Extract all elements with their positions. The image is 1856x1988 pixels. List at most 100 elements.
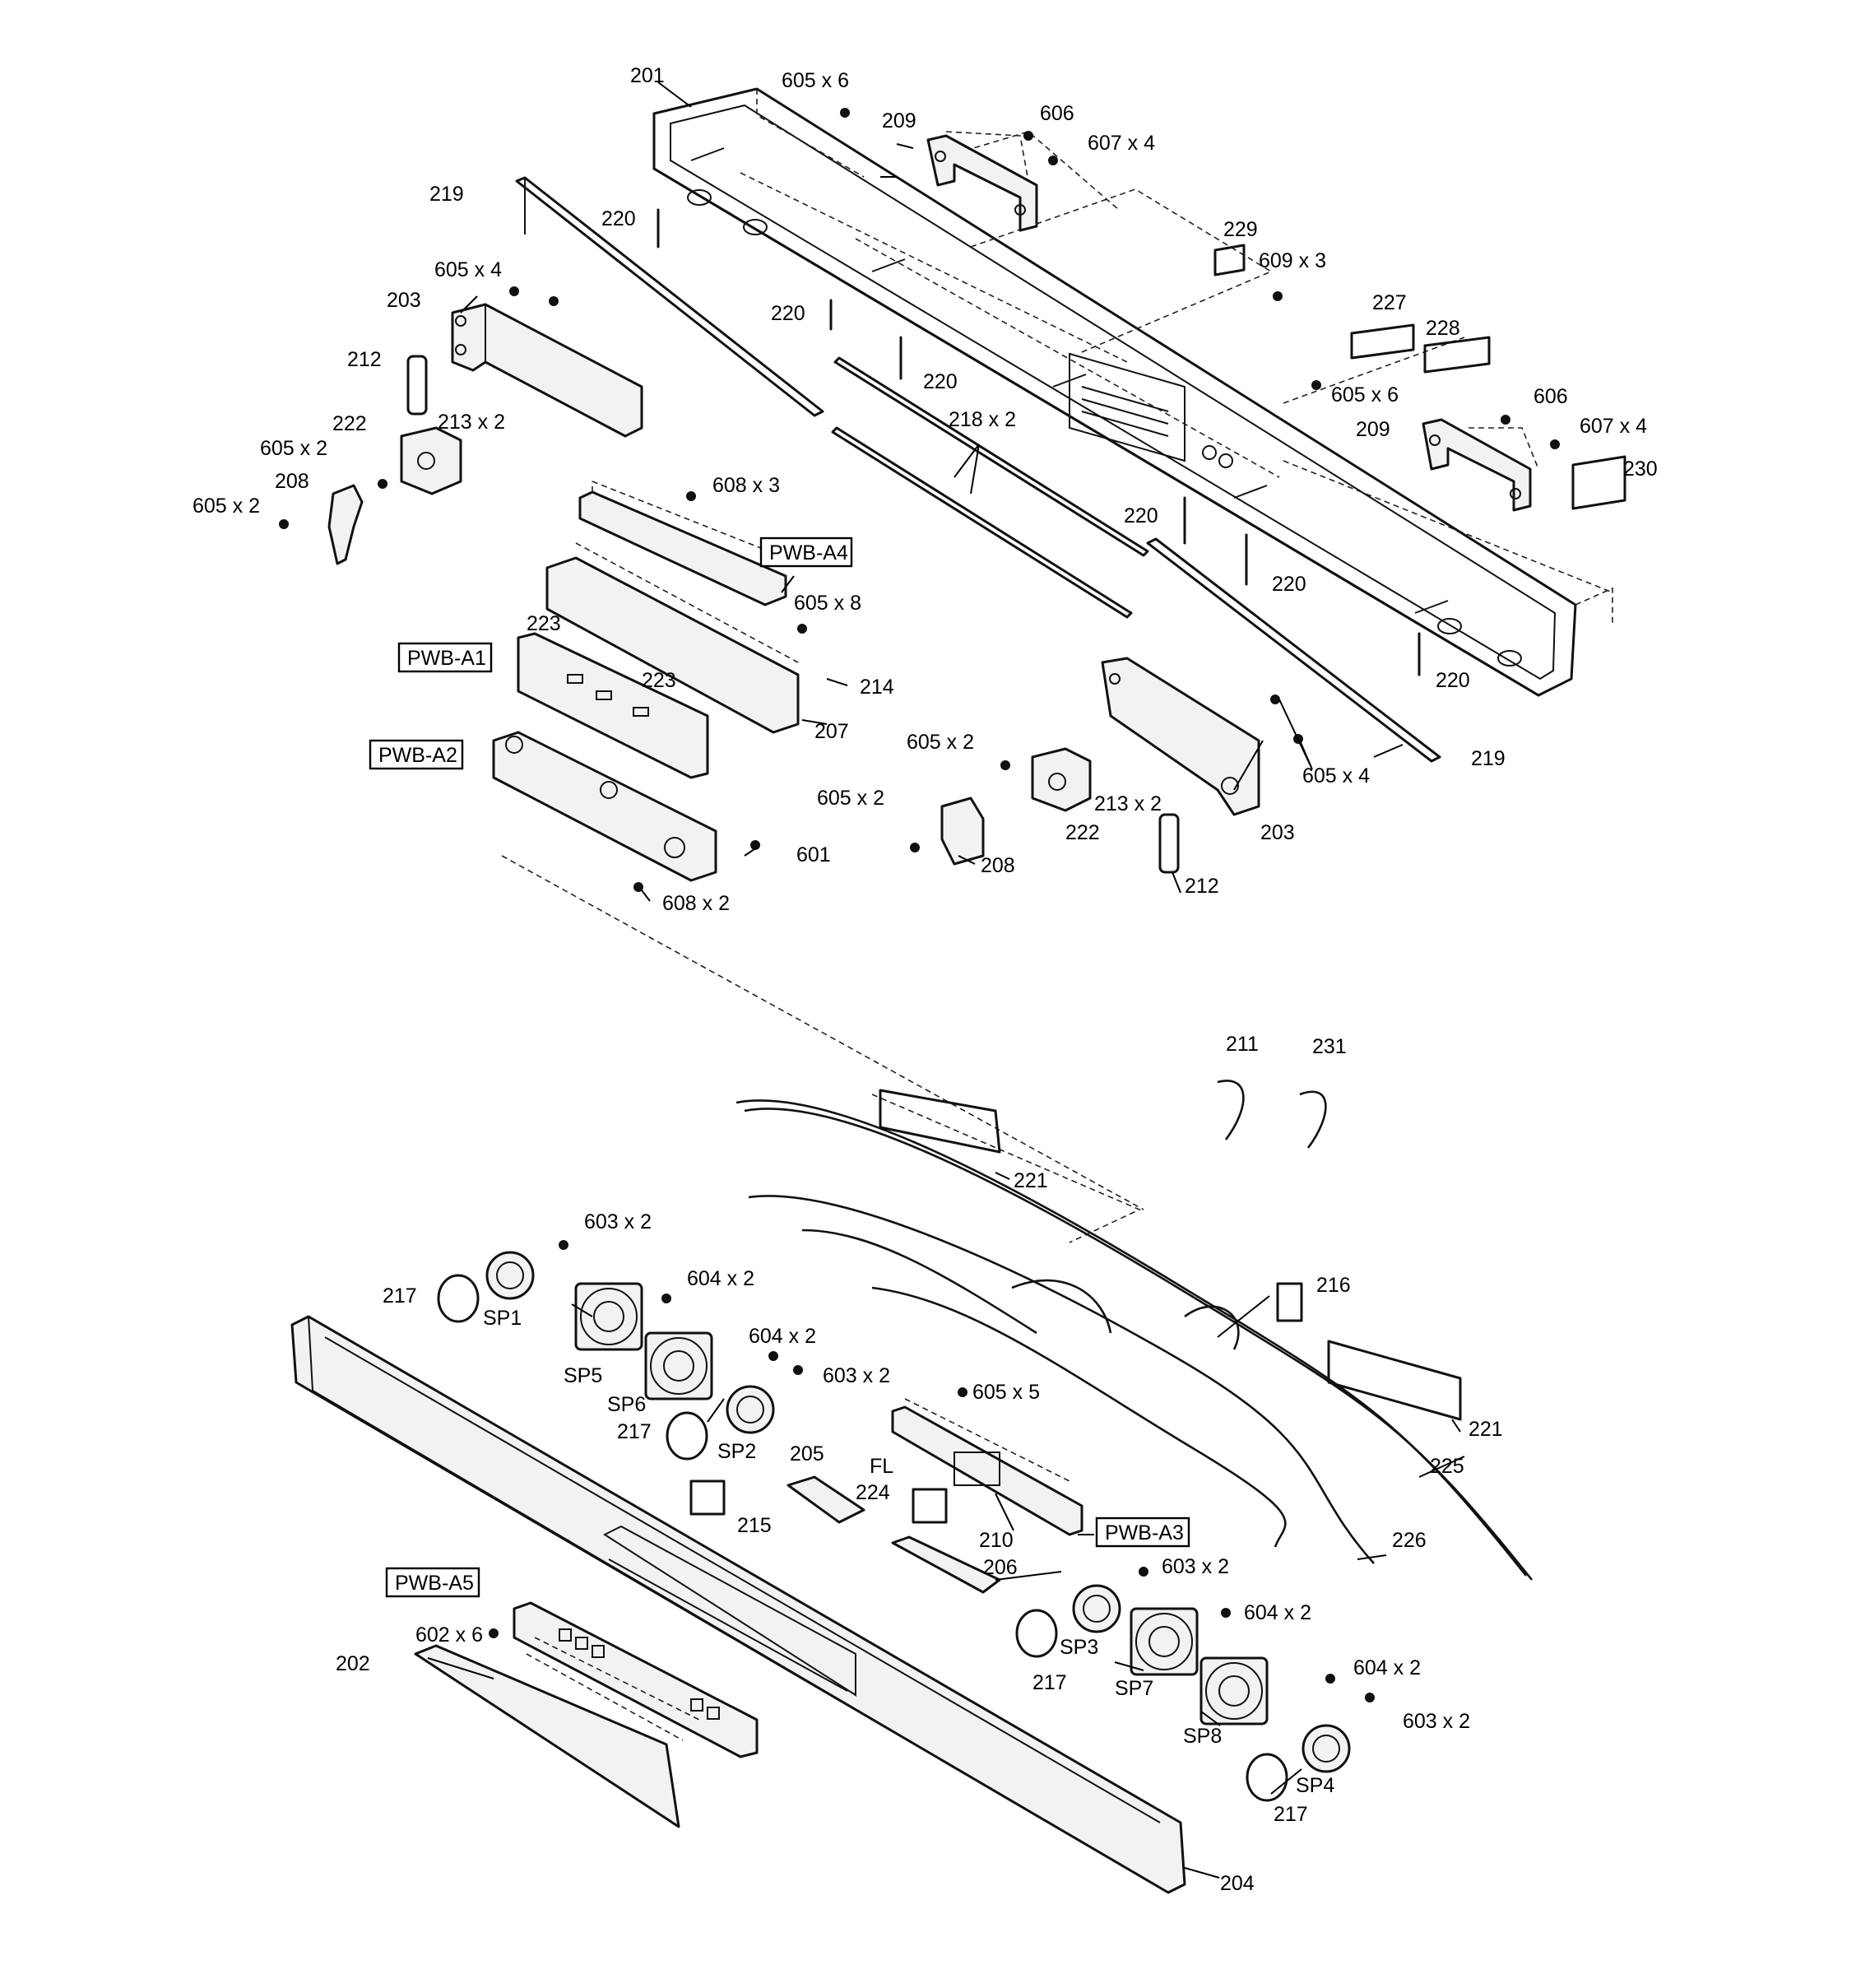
label-604x2: 604 x 2 [749, 1325, 816, 1348]
label-204: 204 [1220, 1872, 1255, 1895]
board-pwb-a4 [578, 481, 791, 606]
cable-harness [735, 1094, 1534, 1581]
label-206: 206 [983, 1556, 1018, 1579]
bracket-209-right [1422, 418, 1532, 512]
label-216: 216 [1316, 1274, 1351, 1297]
label-212: 212 [347, 348, 382, 371]
label-605x2: 605 x 2 [907, 731, 974, 754]
label-605x2: 605 x 2 [193, 495, 260, 518]
label-203: 203 [387, 289, 421, 312]
label-sp1: SP1 [483, 1307, 522, 1330]
label-604x2: 604 x 2 [1244, 1601, 1311, 1624]
label-208: 208 [275, 470, 309, 493]
label-227: 227 [1372, 291, 1407, 314]
label-217: 217 [383, 1284, 417, 1308]
label-605x8: 605 x 8 [794, 592, 861, 615]
bracket-209-left [926, 134, 1038, 232]
label-220: 220 [1272, 573, 1306, 596]
label-sp4: SP4 [1296, 1774, 1334, 1797]
label-sp3: SP3 [1060, 1636, 1098, 1659]
label-212: 212 [1185, 875, 1219, 898]
label-229: 229 [1223, 218, 1258, 241]
pad-222 [400, 426, 1092, 812]
label-217: 217 [617, 1420, 652, 1443]
label-203: 203 [1260, 821, 1295, 844]
label-228: 228 [1426, 317, 1460, 340]
label-605x6: 605 x 6 [782, 69, 849, 92]
strip-221 [879, 1089, 1462, 1421]
label-pwb-a3: PWB-A3 [1105, 1521, 1184, 1544]
label-211: 211 [1226, 1033, 1259, 1056]
label-209: 209 [1356, 418, 1390, 441]
board-pwb-a3 [891, 1398, 1083, 1536]
label-217: 217 [1032, 1671, 1067, 1694]
label-213x2: 213 x 2 [438, 411, 505, 434]
label-226: 226 [1392, 1529, 1427, 1552]
ring-217 [437, 1274, 1288, 1802]
label-sp6: SP6 [607, 1393, 646, 1416]
wire-231 [1299, 1090, 1327, 1149]
bracket-208 [327, 484, 985, 866]
board-pwb-a5 [513, 1601, 759, 1758]
label-sp8: SP8 [1183, 1725, 1222, 1748]
board-label-boxes: PWB-A4 PWB-A1 PWB-A2 PWB-A3 PWB-A5 [369, 536, 1190, 1598]
label-225: 225 [1430, 1455, 1464, 1478]
label-220: 220 [601, 207, 636, 230]
label-207: 207 [814, 720, 849, 743]
label-220: 220 [1124, 504, 1158, 527]
label-230: 230 [1623, 458, 1658, 481]
speaker-sp1 [485, 1251, 535, 1300]
label-607x4: 607 x 4 [1580, 415, 1647, 438]
plates-lower [689, 1282, 1303, 1524]
label-605x4: 605 x 4 [1302, 764, 1370, 787]
leader-lines-lower [427, 1172, 1465, 1879]
label-608x2: 608 x 2 [662, 892, 730, 915]
label-205: 205 [790, 1442, 824, 1465]
speaker-sp5 [574, 1282, 643, 1351]
label-605x6: 605 x 6 [1331, 383, 1399, 406]
label-220: 220 [771, 302, 805, 325]
label-608x3: 608 x 3 [712, 474, 780, 497]
label-221: 221 [1014, 1169, 1048, 1192]
label-pwb-a1: PWB-A1 [407, 647, 486, 670]
label-604x2: 604 x 2 [687, 1267, 754, 1290]
speaker-sp4 [1302, 1724, 1351, 1773]
label-210: 210 [979, 1529, 1014, 1552]
label-604x2: 604 x 2 [1353, 1656, 1421, 1679]
label-605x4: 605 x 4 [434, 258, 502, 281]
label-602x6: 602 x 6 [415, 1623, 483, 1647]
screw-group-upper [279, 108, 1560, 892]
label-sp5: SP5 [564, 1364, 602, 1387]
label-217: 217 [1274, 1803, 1308, 1826]
speaker-sp7 [1130, 1607, 1199, 1676]
speaker-sp3 [1072, 1584, 1121, 1633]
side-bracket-203-left [451, 303, 643, 438]
label-201: 201 [630, 64, 665, 87]
label-215: 215 [737, 1514, 772, 1537]
label-220: 220 [1436, 669, 1470, 692]
label-218x2: 218 x 2 [949, 408, 1016, 431]
chassis-207 [545, 542, 800, 734]
gasket-212 [406, 355, 1180, 874]
label-605x2: 605 x 2 [817, 787, 884, 810]
label-603x2: 603 x 2 [1403, 1710, 1470, 1733]
label-607x4: 607 x 4 [1088, 132, 1155, 155]
board-pwb-a2 [492, 731, 1144, 1210]
label-pwb-a4: PWB-A4 [769, 541, 848, 564]
label-202: 202 [336, 1652, 370, 1675]
label-606: 606 [1040, 102, 1074, 125]
leader-lines-upper [460, 81, 1404, 902]
label-603x2: 603 x 2 [1162, 1555, 1229, 1578]
label-601: 601 [796, 843, 831, 866]
label-220: 220 [923, 370, 958, 393]
label-224: 224 [856, 1481, 890, 1504]
label-603x2: 603 x 2 [823, 1364, 890, 1387]
label-fl: FL [870, 1455, 893, 1478]
speaker-sp8 [1199, 1656, 1269, 1726]
label-603x2: 603 x 2 [584, 1210, 652, 1233]
label-pwb-a2: PWB-A2 [378, 744, 457, 767]
speaker-sp6 [644, 1331, 713, 1400]
label-209: 209 [882, 109, 916, 132]
label-sp7: SP7 [1115, 1677, 1153, 1700]
label-208: 208 [981, 854, 1015, 877]
